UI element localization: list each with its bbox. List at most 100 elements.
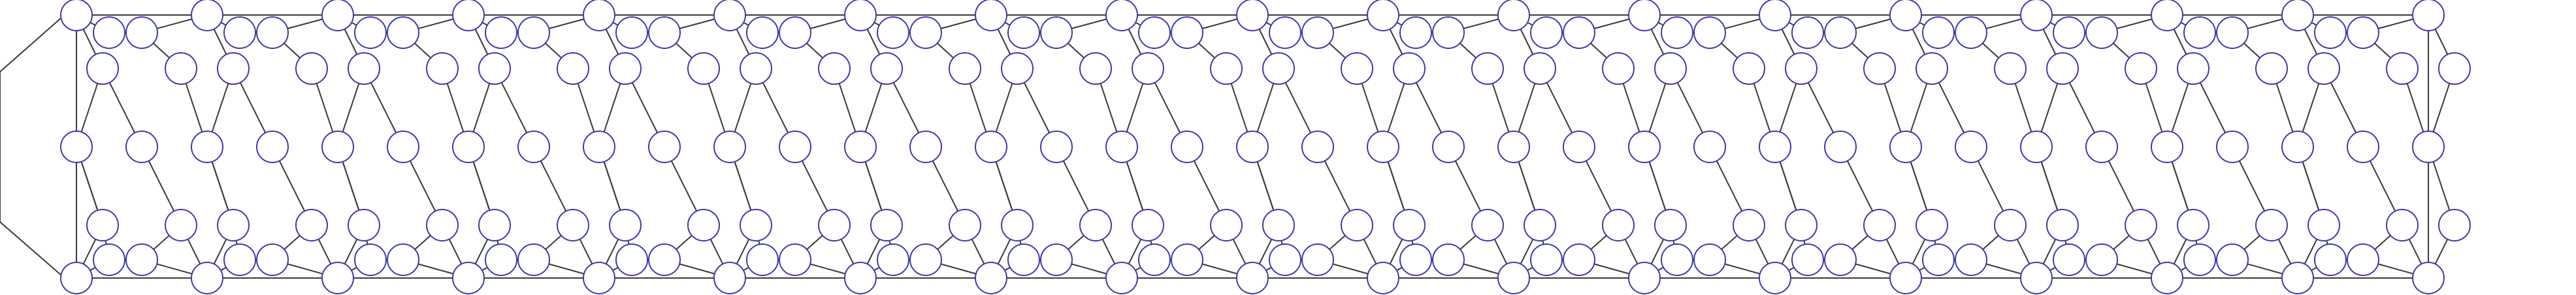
- graph-node: [191, 0, 223, 31]
- graph-node: [1824, 16, 1857, 49]
- graph-node: [1367, 131, 1399, 163]
- graph-node: [1922, 243, 1955, 276]
- graph-node: [583, 262, 615, 294]
- graph-node: [1661, 243, 1693, 276]
- graph-node: [557, 209, 589, 241]
- graph-node: [1210, 52, 1243, 85]
- graph-node: [2281, 262, 2314, 294]
- graph-node: [1733, 209, 1765, 241]
- graph-node: [746, 16, 779, 49]
- graph-node: [93, 243, 125, 276]
- graph-node: [1171, 243, 1203, 276]
- graph-node: [2183, 16, 2216, 49]
- graph-node: [1341, 52, 1373, 85]
- graph-node: [1132, 52, 1164, 85]
- graph-node: [909, 16, 942, 49]
- graph-node: [1628, 131, 1661, 163]
- graph-node: [1916, 209, 1948, 241]
- graph-node: [1693, 16, 1726, 49]
- graph-node: [1471, 52, 1504, 85]
- graph-node: [2046, 52, 2079, 85]
- graph-node: [1236, 0, 1269, 31]
- graph-node: [165, 52, 197, 85]
- graph-node: [1040, 16, 1073, 49]
- graph-node: [818, 52, 851, 85]
- graph-node: [975, 131, 1007, 163]
- graph-node: [165, 209, 197, 241]
- graph-node: [125, 131, 158, 163]
- graph-node: [1654, 52, 1687, 85]
- graph-node: [2347, 243, 2379, 276]
- graph-node: [2183, 243, 2216, 276]
- graph-node: [1001, 52, 1034, 85]
- graph-node: [321, 0, 354, 31]
- graph-node: [844, 0, 877, 31]
- graph-node: [1301, 243, 1334, 276]
- graph-node: [1367, 262, 1399, 294]
- graph-node: [2151, 262, 2183, 294]
- graph-node: [909, 243, 942, 276]
- graph-node: [452, 131, 485, 163]
- graph-node: [2177, 52, 2209, 85]
- graph-node: [478, 52, 511, 85]
- graph-node: [1497, 0, 1530, 31]
- graph-node: [2046, 209, 2079, 241]
- graph-node: [86, 52, 119, 85]
- graph-node: [223, 243, 256, 276]
- graph-node: [2085, 131, 2118, 163]
- graph-node: [1563, 131, 1595, 163]
- graph-node: [648, 243, 681, 276]
- graph-node: [256, 16, 289, 49]
- node-layer: [60, 0, 2471, 294]
- graph-node: [2216, 131, 2249, 163]
- graph-node: [2438, 52, 2471, 85]
- graph-node: [1471, 209, 1504, 241]
- graph-node: [517, 243, 550, 276]
- graph-node: [1432, 131, 1465, 163]
- graph-node: [86, 209, 119, 241]
- graph-node: [387, 131, 419, 163]
- graph-node: [1132, 209, 1164, 241]
- graph-node: [1105, 131, 1138, 163]
- graph-node: [1955, 243, 1987, 276]
- graph-node: [2177, 209, 2209, 241]
- graph-node: [1105, 0, 1138, 31]
- graph-node: [1759, 0, 1791, 31]
- graph-node: [1759, 131, 1791, 163]
- graph-node: [1138, 16, 1171, 49]
- graph-node: [1393, 52, 1426, 85]
- graph-node: [870, 209, 903, 241]
- graph-node: [557, 52, 589, 85]
- graph-node: [1236, 131, 1269, 163]
- graph-node: [1994, 209, 2027, 241]
- graph-node: [1079, 209, 1112, 241]
- graph-node: [2053, 16, 2085, 49]
- graph-node: [1889, 131, 1922, 163]
- graph-node: [452, 262, 485, 294]
- graph-node: [648, 16, 681, 49]
- graph-node: [1210, 209, 1243, 241]
- graph-node: [2020, 0, 2053, 31]
- graph-node: [1138, 243, 1171, 276]
- graph-node: [1693, 131, 1726, 163]
- graph-node: [1791, 16, 1824, 49]
- graph-node: [2053, 243, 2085, 276]
- graph-node: [740, 52, 772, 85]
- graph-node: [1079, 52, 1112, 85]
- graph-node: [1824, 243, 1857, 276]
- graph-node: [1301, 131, 1334, 163]
- graph-node: [1497, 262, 1530, 294]
- graph-node: [2125, 209, 2157, 241]
- graph-node: [2386, 52, 2419, 85]
- graph-node: [191, 262, 223, 294]
- graph-node: [949, 209, 981, 241]
- graph-node: [1563, 243, 1595, 276]
- graph-node: [1524, 52, 1556, 85]
- graph-node: [615, 16, 648, 49]
- graph-node: [583, 0, 615, 31]
- graph-node: [1602, 52, 1635, 85]
- graph-node: [354, 16, 387, 49]
- graph-node: [1432, 16, 1465, 49]
- graph-node: [1863, 209, 1896, 241]
- graph-node: [348, 209, 380, 241]
